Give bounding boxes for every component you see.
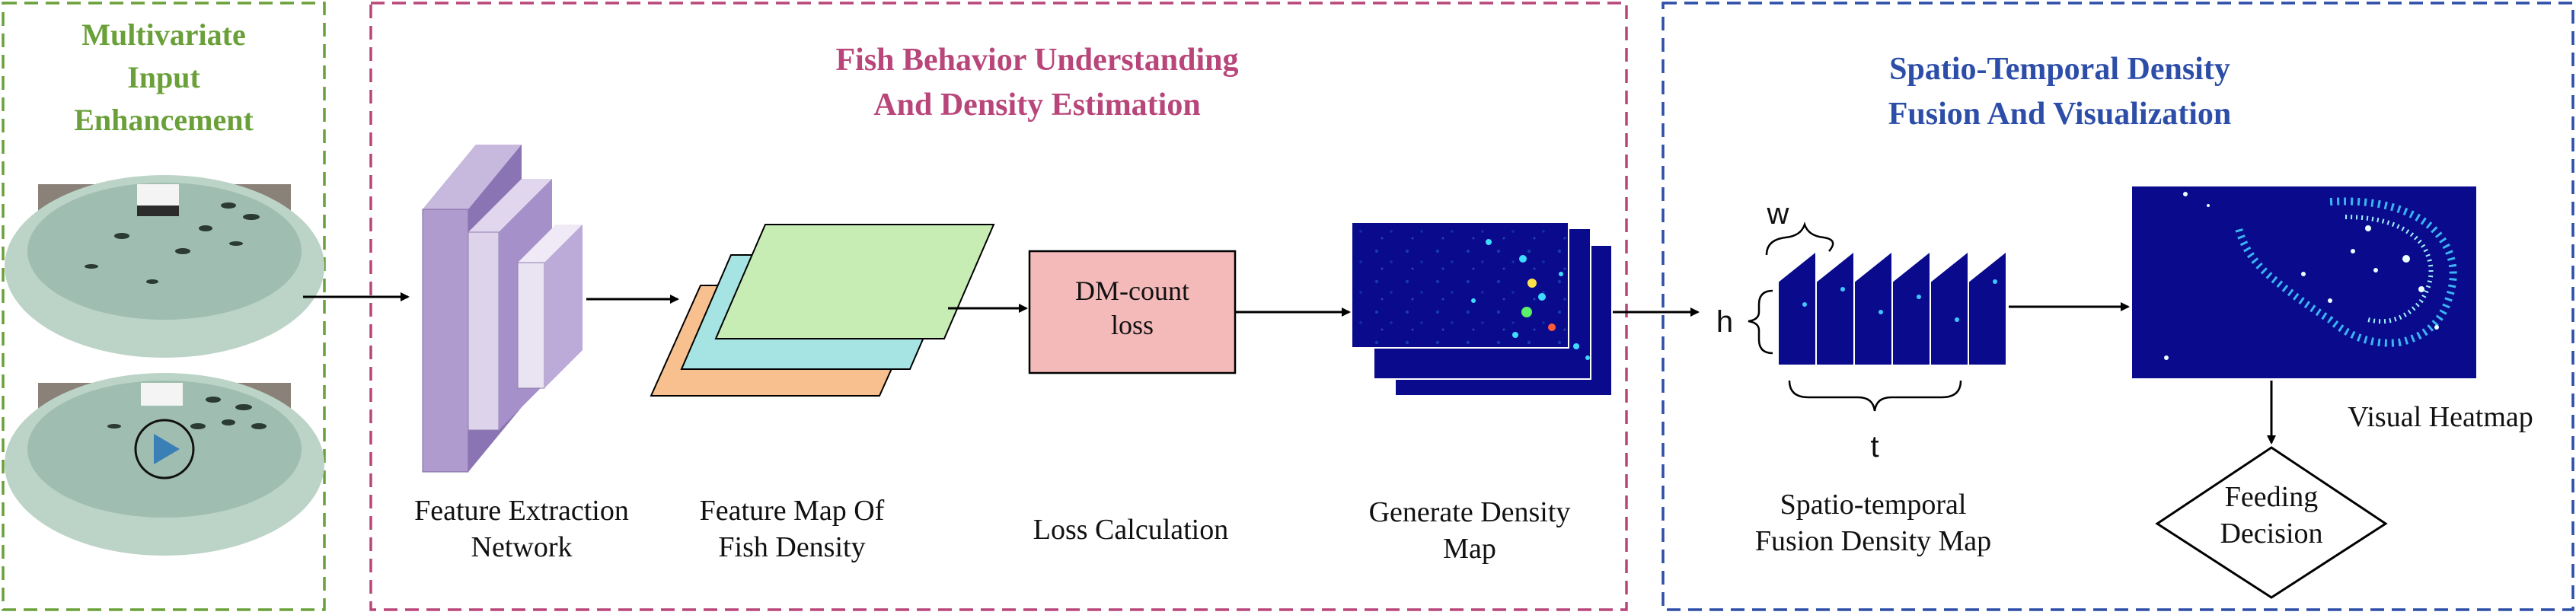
label-loss-calculation-text: Loss Calculation xyxy=(1033,514,1229,546)
label-dm-count-loss: DM-count loss xyxy=(1029,274,1235,343)
label-spatiotemporal-line2: Fusion Density Map xyxy=(1754,524,1992,557)
label-loss-calculation: Loss Calculation xyxy=(986,512,1275,549)
section-title-input-line1: Multivariate xyxy=(81,18,246,52)
play-icon[interactable] xyxy=(154,434,180,464)
feature-map-stack xyxy=(650,224,995,397)
section-title-fusion-line1: Spatio-Temporal Density xyxy=(1889,52,2230,87)
label-visual-heatmap-text: Visual Heatmap xyxy=(2348,401,2533,433)
label-generate-density-line2: Map xyxy=(1443,532,1496,565)
label-spatiotemporal: Spatio-temporal Fusion Density Map xyxy=(1706,487,2041,559)
label-feature-map: Feature Map Of Fish Density xyxy=(670,493,914,566)
dm-count-loss-box xyxy=(1028,250,1237,374)
section-title-estimation-line1: Fish Behavior Understanding xyxy=(835,43,1239,78)
section-title-estimation: Fish Behavior Understanding And Density … xyxy=(752,38,1323,128)
section-frame-fusion xyxy=(1661,2,2574,611)
label-dm-count-line2: loss xyxy=(1110,310,1154,340)
label-feature-extraction-line2: Network xyxy=(471,531,573,563)
dim-h-label: h xyxy=(1706,303,1744,341)
section-title-input: Multivariate Input Enhancement xyxy=(3,14,324,142)
dim-t-label: t xyxy=(1856,428,1894,466)
input-video-2[interactable] xyxy=(5,373,324,556)
generated-density-maps xyxy=(1351,221,1613,397)
brace-w xyxy=(1765,221,1834,256)
label-feature-map-line1: Feature Map Of xyxy=(699,495,885,527)
section-frame-estimation xyxy=(369,2,1628,611)
section-title-estimation-line2: And Density Estimation xyxy=(873,87,1201,123)
input-image-1 xyxy=(5,175,324,358)
label-feeding-decision: Feeding Decision xyxy=(2195,480,2348,552)
label-spatiotemporal-line1: Spatio-temporal xyxy=(1780,489,1967,521)
label-feature-extraction: Feature Extraction Network xyxy=(385,493,659,566)
label-feeding-decision-line1: Feeding xyxy=(2224,481,2319,513)
label-generate-density-line1: Generate Density xyxy=(1368,496,1571,528)
dim-w-text: w xyxy=(1767,197,1789,231)
section-title-input-line3: Enhancement xyxy=(74,103,254,137)
section-title-fusion: Spatio-Temporal Density Fusion And Visua… xyxy=(1812,47,2307,137)
dim-h-text: h xyxy=(1716,305,1734,339)
section-frame-input xyxy=(2,2,326,611)
visual-heatmap xyxy=(2132,186,2476,378)
label-feature-extraction-line1: Feature Extraction xyxy=(414,495,629,527)
section-title-fusion-line2: Fusion And Visualization xyxy=(1888,96,2232,132)
spatiotemporal-frames xyxy=(1777,249,2007,366)
play-icon-ring[interactable] xyxy=(134,419,195,480)
section-title-input-line2: Input xyxy=(127,60,200,94)
feeding-decision-diamond xyxy=(2155,446,2388,599)
dim-t-text: t xyxy=(1870,430,1879,464)
feature-extraction-network xyxy=(422,145,583,473)
brace-h xyxy=(1748,289,1773,355)
label-feeding-decision-line2: Decision xyxy=(2220,517,2323,550)
label-dm-count-line1: DM-count xyxy=(1075,276,1189,306)
brace-t xyxy=(1788,380,1962,412)
dim-w-label: w xyxy=(1759,195,1797,233)
label-visual-heatmap: Visual Heatmap xyxy=(2315,400,2566,436)
label-feature-map-line2: Fish Density xyxy=(718,531,866,563)
label-generate-density: Generate Density Map xyxy=(1340,495,1599,567)
